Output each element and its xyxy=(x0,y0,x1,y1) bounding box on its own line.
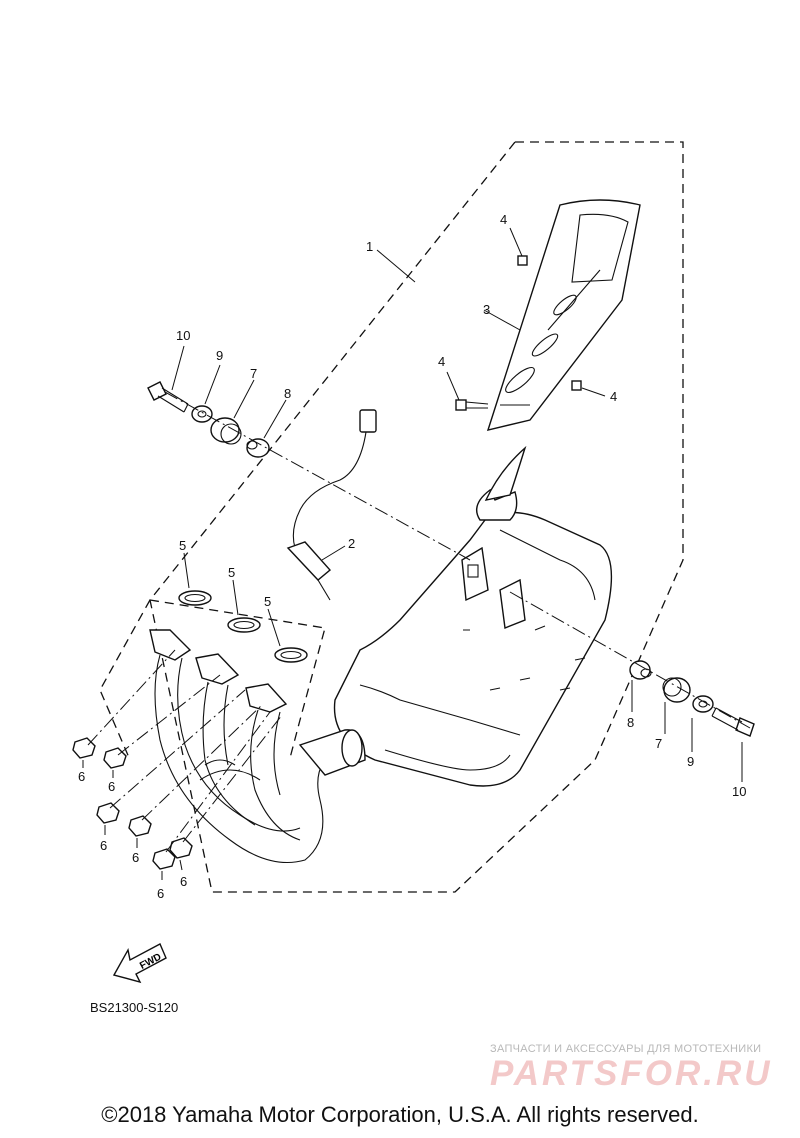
heat-protector-bolt-right xyxy=(571,380,582,391)
callout-7-right: 7 xyxy=(655,736,662,751)
callout-10-right: 10 xyxy=(732,784,746,799)
centerline-stud-1 xyxy=(87,649,176,746)
callout-9-left: 9 xyxy=(216,348,223,363)
callout-5-left: 5 xyxy=(179,538,186,553)
bolt-right xyxy=(711,707,755,737)
gasket-3 xyxy=(274,647,308,663)
nut-5 xyxy=(152,848,176,870)
callout-5-middle: 5 xyxy=(228,565,235,580)
callout-4-top: 4 xyxy=(500,212,507,227)
callout-6-d: 6 xyxy=(132,850,139,865)
callout-6-b: 6 xyxy=(108,779,115,794)
nut-6 xyxy=(169,837,193,859)
callout-1: 1 xyxy=(366,239,373,254)
heat-protector-bolt-top xyxy=(517,255,528,266)
oxygen-sensor xyxy=(286,409,377,601)
collar-left xyxy=(246,438,270,458)
centerline-right xyxy=(509,591,751,729)
watermark-tagline: ЗАПЧАСТИ И АКСЕССУАРЫ ДЛЯ МОТОТЕХНИКИ xyxy=(490,1043,762,1055)
gasket-1 xyxy=(178,590,212,606)
nut-4 xyxy=(128,815,152,837)
callout-4-right: 4 xyxy=(610,389,617,404)
centerline-stud-2 xyxy=(117,674,221,756)
callout-8-right: 8 xyxy=(627,715,634,730)
callout-4-left: 4 xyxy=(438,354,445,369)
callout-2: 2 xyxy=(348,536,355,551)
bolt-left xyxy=(147,381,189,413)
exhaust-headers xyxy=(149,629,366,863)
damper-right xyxy=(662,677,691,703)
callout-3: 3 xyxy=(483,302,490,317)
centerline-stud-3 xyxy=(109,689,246,809)
diagram-code: BS21300-S120 xyxy=(90,1000,179,1015)
gasket-2 xyxy=(227,617,261,633)
watermark-logo: PARTSFOR.RU xyxy=(490,1054,773,1093)
callout-6-c: 6 xyxy=(100,838,107,853)
leader-lines xyxy=(82,227,743,880)
collar-right xyxy=(629,660,652,680)
copyright-notice: ©2018 Yamaha Motor Corporation, U.S.A. A… xyxy=(101,1102,699,1127)
centerline-stud-5 xyxy=(165,711,271,853)
callout-6-a: 6 xyxy=(78,769,85,784)
callout-7-left: 7 xyxy=(250,366,257,381)
fwd-arrow-icon: FWD xyxy=(112,943,167,984)
heat-protector-bolt-left xyxy=(455,399,489,411)
callout-5-right: 5 xyxy=(264,594,271,609)
callout-9-right: 9 xyxy=(687,754,694,769)
callout-10-left: 10 xyxy=(176,328,190,343)
callout-6-f: 6 xyxy=(180,874,187,889)
centerline-left xyxy=(164,391,471,561)
damper-left xyxy=(210,417,242,445)
heat-protector xyxy=(486,199,641,431)
header-group-outline xyxy=(99,599,326,761)
muffler xyxy=(333,445,613,787)
callout-8-left: 8 xyxy=(284,386,291,401)
centerline-stud-4 xyxy=(141,704,263,821)
washer-right xyxy=(692,695,714,713)
callout-6-e: 6 xyxy=(157,886,164,901)
centerline-stud-6 xyxy=(182,714,283,843)
nut-3 xyxy=(96,802,120,824)
